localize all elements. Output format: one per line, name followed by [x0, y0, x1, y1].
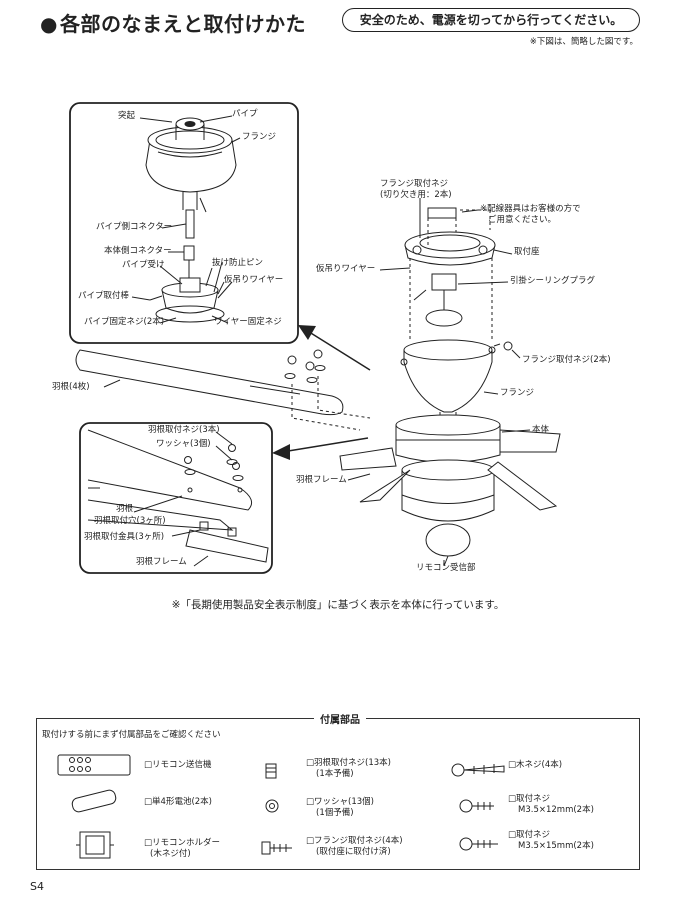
label-blades: 羽根(4枚) — [52, 382, 90, 392]
label-wiring-note-2: ご用意ください。 — [488, 215, 557, 225]
label-anti-slip-pin: 抜け防止ピン — [212, 258, 264, 268]
label-pipe: パイプ — [232, 109, 258, 119]
label-blade: 羽根 — [116, 504, 134, 514]
accessory-item: □ワッシャ(13個)(1個予備) — [306, 797, 374, 819]
accessory-sub: (木ネジ付) — [150, 849, 191, 860]
label-washer: ワッシャ(3個) — [156, 439, 211, 449]
accessory-label: □ワッシャ(13個) — [306, 797, 374, 807]
accessory-label: □取付ネジ — [508, 794, 551, 804]
label-ceiling-plug: 引掛シーリングプラグ — [510, 276, 596, 286]
safety-caption: ※「長期使用製品安全表示制度」に基づく表示を本体に行っています。 — [171, 599, 505, 611]
label-protrusion: 突起 — [118, 111, 136, 121]
blade-screw-icon — [265, 763, 277, 779]
accessory-item: □フランジ取付ネジ(4本)(取付座に取付け済) — [306, 836, 403, 858]
label-flange-screw-notch: フランジ取付ネジ — [380, 179, 449, 189]
label-wire-fix-screw: ワイヤー固定ネジ — [214, 317, 282, 327]
remote-holder-icon — [79, 831, 111, 859]
remote-transmitter-icon — [57, 754, 131, 776]
accessory-sub: M3.5×12mm(2本) — [518, 805, 594, 816]
accessory-sub: (1個予備) — [316, 808, 354, 819]
label-pipe-fix-screw: パイプ固定ネジ(2本) — [84, 317, 165, 327]
label-temp-wire-main: 仮吊りワイヤー — [316, 264, 376, 274]
label-flange-screw-2: フランジ取付ネジ(2本) — [522, 355, 611, 365]
accessory-label: □フランジ取付ネジ(4本) — [306, 836, 403, 846]
accessory-label: □取付ネジ — [508, 830, 551, 840]
page-title-text: 各部のなまえと取付けかた — [59, 12, 306, 36]
label-blade-screw: 羽根取付ネジ(3本) — [148, 425, 220, 435]
page-title: ●各部のなまえと取付けかた — [40, 8, 306, 37]
accessory-sub: M3.5×15mm(2本) — [518, 841, 594, 852]
accessory-sub: (取付座に取付け済) — [316, 847, 391, 858]
label-blade-holes: 羽根取付穴(3ヶ所) — [94, 516, 166, 526]
battery-icon — [71, 789, 117, 813]
label-body: 本体 — [532, 425, 550, 435]
washer-icon — [265, 799, 279, 813]
label-pipe-mount-rod: パイプ取付棒 — [78, 291, 130, 301]
accessory-label: □リモコン送信機 — [144, 760, 212, 770]
label-wiring-note-1: ※配線器具はお客様の方で — [480, 204, 581, 214]
accessory-item: □リモコンホルダー(木ネジ付) — [144, 838, 220, 860]
accessories-title: 付属部品 — [314, 711, 366, 726]
accessories-subtitle: 取付けする前にまず付属部品をご確認ください — [42, 730, 221, 740]
simplified-note: ※下図は、簡略した図です。 — [529, 37, 638, 47]
label-pipe-connector: パイプ側コネクター — [96, 222, 173, 232]
accessory-label: □単4形電池(2本) — [144, 797, 212, 807]
page-number: S4 — [30, 880, 44, 893]
safety-warning: 安全のため、電源を切ってから行ってください。 — [342, 8, 640, 32]
callout-box-blade — [79, 422, 273, 574]
accessory-label: □羽根取付ネジ(13本) — [306, 758, 391, 768]
accessory-label: □木ネジ(4本) — [508, 760, 563, 770]
label-flange-main: フランジ — [500, 388, 535, 398]
label-remote-receiver: リモコン受信部 — [416, 563, 476, 573]
label-blade-bracket: 羽根取付金具(3ヶ所) — [84, 532, 165, 542]
label-body-connector: 本体側コネクター — [104, 246, 172, 256]
accessory-sub: (1本予備) — [316, 769, 354, 780]
label-flange-top: フランジ — [242, 132, 277, 142]
label-blade-frame-callout: 羽根フレーム — [136, 557, 187, 567]
callout-box-pipe — [69, 102, 299, 344]
accessory-item: □木ネジ(4本) — [508, 760, 562, 771]
label-flange-screw-notch-sub: (切り欠き用：2本) — [380, 190, 452, 200]
accessory-item: □リモコン送信機 — [144, 760, 212, 771]
label-blade-frame-main: 羽根フレーム — [296, 475, 347, 485]
label-temp-wire-top: 仮吊りワイヤー — [224, 275, 284, 285]
label-mount-base: 取付座 — [514, 247, 540, 257]
accessory-label: □リモコンホルダー — [144, 838, 221, 848]
accessory-item: □単4形電池(2本) — [144, 797, 212, 808]
label-pipe-receiver: パイプ受け — [122, 260, 165, 270]
accessory-item: □羽根取付ネジ(13本)(1本予備) — [306, 758, 391, 780]
bullet-icon: ● — [40, 12, 58, 36]
